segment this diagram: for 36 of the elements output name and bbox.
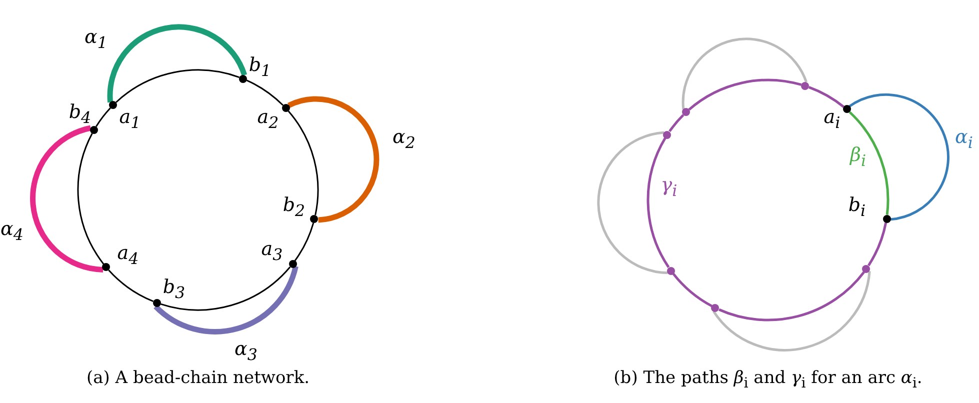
point-label: a$_{3}$ [261,239,283,265]
arc [848,93,950,221]
circle-segment [160,266,291,311]
point-label: a$_{4}$ [117,243,139,269]
circle-segment [668,114,684,132]
arc [597,131,668,274]
point-label: a$_{i}$ [824,107,840,133]
point-label: b$_{1}$ [248,55,272,81]
circle-segment [116,69,240,103]
circle-segment [96,108,111,127]
point-label: a$_{1}$ [119,107,141,133]
figure-caption: (a) A bead-chain network. [86,368,310,388]
circle-segment [288,110,319,216]
point-label: b$_{4}$ [68,102,92,128]
point-label: b$_{3}$ [162,277,186,303]
point-label: a$_{2}$ [257,107,279,133]
circle-segment [672,272,712,308]
figure-caption: (b) The paths β$_{i}$ and γ$_{i}$ for an arc α$_{i}$. [614,368,922,392]
arc [107,24,248,102]
circle-segment [294,222,314,262]
arc [30,125,104,272]
circle-segment [867,222,888,266]
circle-segment [848,111,890,215]
point-label: b$_{2}$ [282,195,306,221]
circle-segment [688,78,802,111]
circle-segment [808,86,844,108]
arc [712,270,871,352]
point-label: b$_{i}$ [848,195,866,221]
circle-segment [646,137,670,268]
arc [154,266,298,334]
arc [288,96,380,223]
circle-segment [718,271,865,322]
circle-segment [246,80,284,106]
circle-segment [108,270,154,302]
circle-segment [77,133,104,264]
arc [682,38,808,110]
